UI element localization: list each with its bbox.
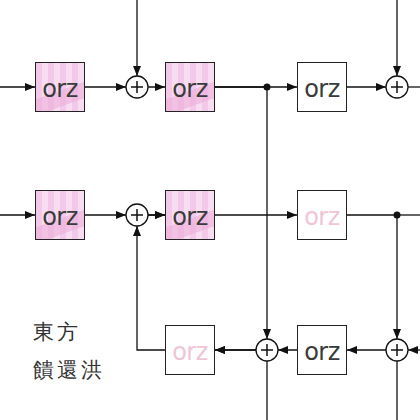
- signal-connector: [215, 87, 267, 350]
- process-box: orz: [297, 62, 347, 112]
- junction-dot: [264, 84, 271, 91]
- summing-junction: [126, 76, 148, 98]
- input-wire: [396, 0, 397, 76]
- box-label: orz: [304, 77, 340, 101]
- process-box: orz: [297, 325, 347, 375]
- process-box: orz: [35, 190, 85, 240]
- output-wire: [408, 86, 420, 87]
- input-wire: [408, 349, 420, 350]
- process-box: orz: [165, 190, 215, 240]
- box-label: orz: [42, 77, 78, 101]
- signal-connector: [215, 214, 297, 215]
- wire: [396, 361, 397, 420]
- box-label: orz: [42, 205, 78, 229]
- plus-sign: [131, 81, 403, 356]
- output-wire: [347, 86, 386, 87]
- summing-junction: [126, 204, 148, 226]
- box-label: orz: [172, 77, 208, 101]
- input-wire: [0, 214, 35, 215]
- signal-connector: [347, 215, 397, 350]
- summing-junction: [386, 76, 408, 98]
- process-box: orz: [35, 62, 85, 112]
- title-text: 東方: [33, 320, 81, 344]
- box-label: orz: [172, 340, 208, 364]
- process-box: orz: [165, 325, 215, 375]
- summing-junction: [256, 339, 278, 361]
- junction-dot: [394, 212, 401, 219]
- arrowhead: [116, 83, 401, 354]
- input-wire: [0, 86, 35, 87]
- process-box: orz: [165, 62, 215, 112]
- box-label: orz: [304, 340, 340, 364]
- box-label: orz: [172, 205, 208, 229]
- signal-connector: [137, 215, 165, 350]
- box-label: orz: [304, 205, 340, 229]
- process-box: orz: [297, 190, 347, 240]
- input-wire: [136, 0, 137, 76]
- summing-junction: [386, 339, 408, 361]
- summing-junctions: [116, 76, 408, 361]
- wire: [266, 361, 267, 420]
- title-text: 饋還洪: [33, 358, 105, 382]
